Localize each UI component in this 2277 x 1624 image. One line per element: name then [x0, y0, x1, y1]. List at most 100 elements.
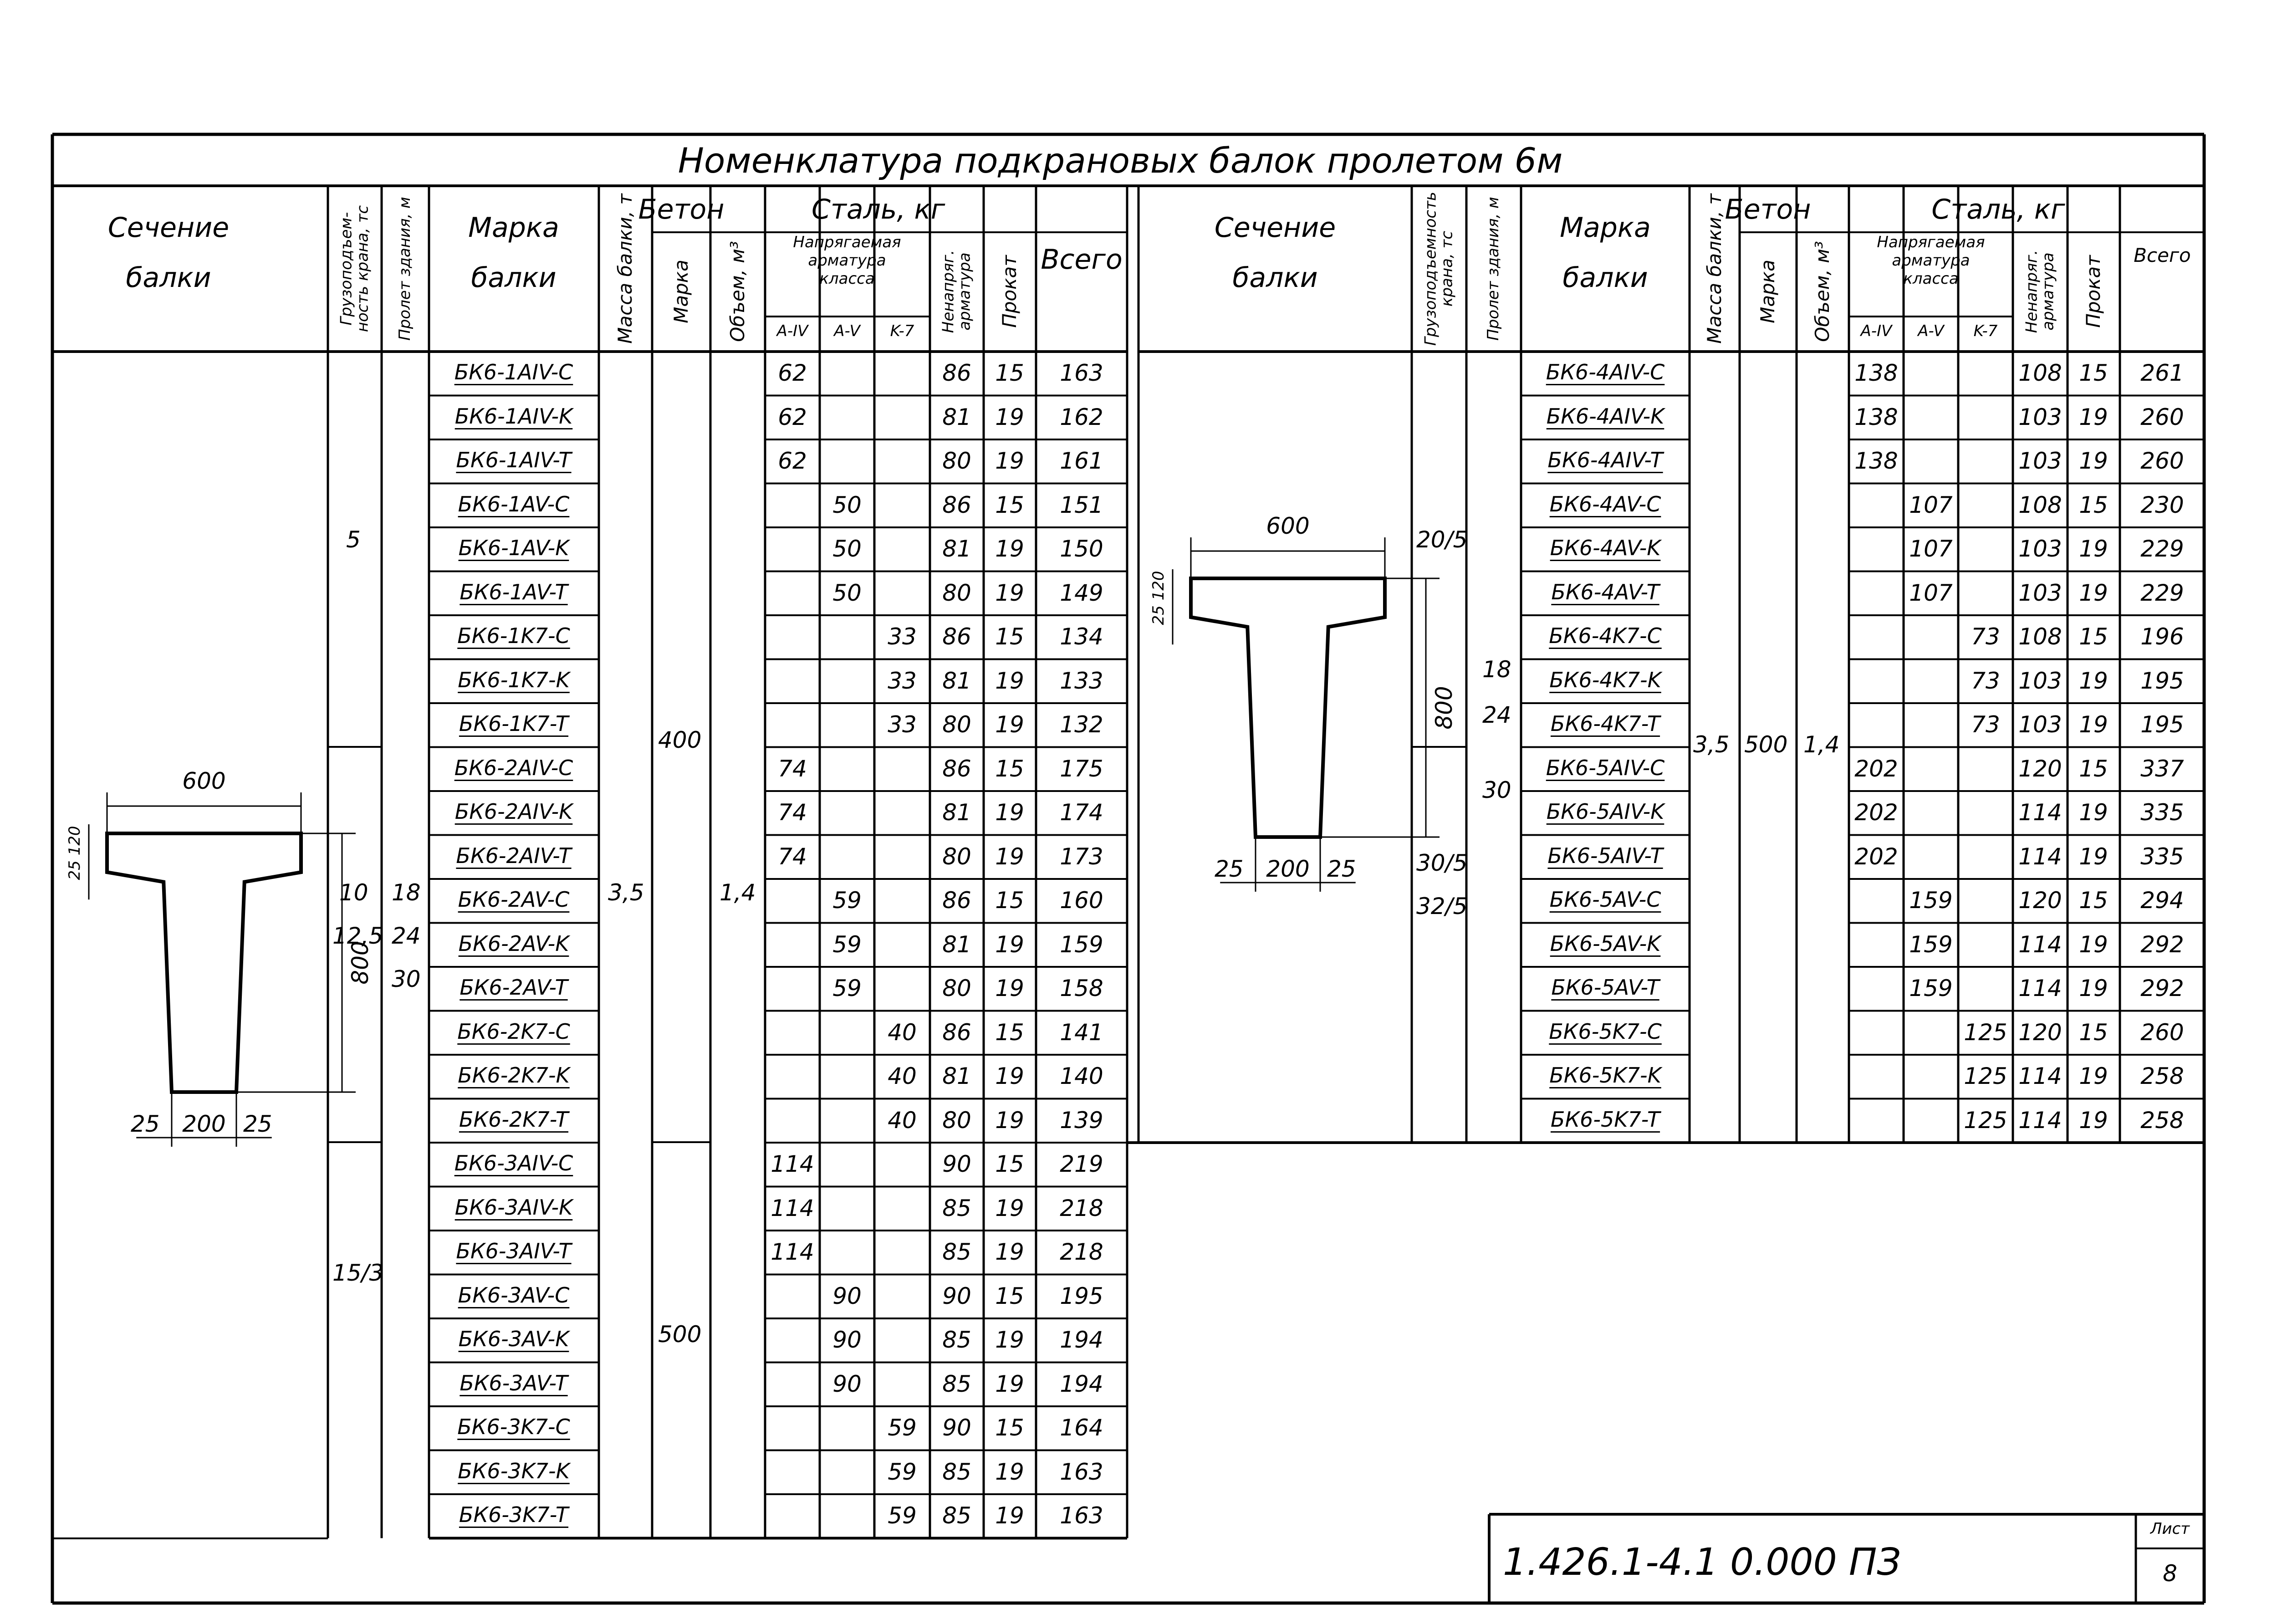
beam-mark: БК6-3AIV-T: [456, 1239, 572, 1263]
cell-value: 114: [2018, 975, 2062, 1001]
cell-value: 15: [995, 1415, 1024, 1441]
header-grade: Марка: [1756, 260, 1779, 323]
cell-value: 139: [1060, 1107, 1103, 1134]
cell-value: 81: [942, 931, 971, 958]
cell-value: 261: [2140, 360, 2184, 386]
header-span: Пролет здания, м: [396, 197, 414, 341]
cell-value: 80: [942, 579, 971, 606]
cell-value: 133: [1060, 667, 1103, 694]
crane-value: 30/5: [1416, 850, 1468, 876]
beam-mark: БК6-5K7-K: [1549, 1063, 1661, 1088]
cell-value: 19: [995, 799, 1024, 826]
cell-value: 19: [995, 711, 1024, 738]
cell-value: 33: [888, 711, 917, 738]
header-section: балки: [126, 262, 211, 294]
cell-value: 85: [942, 1458, 971, 1485]
volume-value: 1,4: [1803, 731, 1840, 758]
beam-mark: БК6-5AV-T: [1551, 975, 1659, 1000]
cell-value: 19: [2079, 843, 2108, 870]
crane-value: 10: [339, 879, 368, 906]
cell-value: 125: [1964, 1019, 2007, 1046]
cell-value: 194: [1060, 1327, 1103, 1353]
cell-value: 15: [995, 755, 1024, 782]
cell-value: 114: [2018, 1107, 2062, 1134]
cell-value: 19: [995, 1107, 1024, 1134]
cell-value: 80: [942, 975, 971, 1001]
cell-value: 19: [995, 975, 1024, 1001]
beam-mark: БК6-1AIV-C: [454, 360, 573, 384]
cell-value: 195: [2140, 711, 2184, 738]
cell-value: 50: [832, 536, 862, 562]
span-value: 18: [392, 879, 421, 906]
beam-mark: БК6-1AIV-T: [456, 448, 572, 472]
dim-bottom-web: 200: [182, 1111, 226, 1137]
header-concrete: Бетон: [1725, 194, 1811, 225]
cell-value: 86: [942, 1019, 971, 1046]
cell-value: 103: [2018, 536, 2062, 562]
cell-value: 202: [1854, 799, 1898, 826]
span-value: 30: [392, 966, 421, 992]
grade-value: 500: [1744, 731, 1788, 758]
header-volume: Объем, м³: [726, 241, 749, 342]
cell-value: 15: [995, 360, 1024, 386]
cell-value: 85: [942, 1370, 971, 1397]
cell-value: 19: [2079, 536, 2108, 562]
cell-value: 174: [1060, 799, 1103, 826]
sheet-number: 8: [2163, 1560, 2177, 1587]
cell-value: 150: [1060, 536, 1103, 562]
cell-value: 173: [1060, 843, 1103, 870]
cell-value: 40: [888, 1063, 917, 1089]
header-a4: A-IV: [1860, 322, 1892, 340]
cell-value: 19: [2079, 667, 2108, 694]
cell-value: 202: [1854, 843, 1898, 870]
cell-value: 103: [2018, 403, 2062, 430]
dim-bottom-web: 200: [1266, 856, 1310, 882]
cell-value: 80: [942, 448, 971, 474]
dim-bottom-left: 25: [131, 1111, 160, 1137]
cell-value: 19: [995, 1327, 1024, 1353]
beam-mark: БК6-4K7-K: [1549, 667, 1661, 692]
beam-mark: БК6-3AIV-K: [454, 1195, 573, 1220]
cell-value: 108: [2018, 491, 2062, 518]
beam-mark: БК6-5AV-C: [1549, 887, 1661, 912]
cell-value: 19: [995, 843, 1024, 870]
beam-mark: БК6-2AV-T: [459, 975, 568, 1000]
cell-value: 19: [2079, 579, 2108, 606]
cell-value: 86: [942, 887, 971, 914]
cell-value: 86: [942, 623, 971, 650]
span-value: 30: [1482, 777, 1511, 803]
cell-value: 120: [2018, 755, 2062, 782]
beam-mark: БК6-5AIV-K: [1546, 799, 1664, 824]
header-volume: Объем, м³: [1811, 241, 1833, 342]
header-mass: Масса балки, т: [613, 194, 636, 344]
cell-value: 59: [888, 1458, 917, 1485]
cell-value: 74: [778, 799, 807, 826]
cell-value: 218: [1060, 1239, 1103, 1265]
cell-value: 120: [2018, 1019, 2062, 1046]
cell-value: 159: [1060, 931, 1103, 958]
cell-value: 74: [778, 843, 807, 870]
crane-value: 5: [346, 526, 361, 553]
volume-value: 1,4: [720, 879, 756, 906]
cell-value: 73: [1971, 667, 2000, 694]
cell-value: 138: [1854, 448, 1898, 474]
beam-mark: БК6-3K7-K: [458, 1458, 570, 1483]
beam-mark: БК6-1K7-K: [458, 667, 570, 692]
cell-value: 120: [2018, 887, 2062, 914]
header-steel: Сталь, кг: [1931, 194, 2065, 225]
cell-value: 258: [2140, 1063, 2184, 1089]
beam-mark: БК6-2AIV-T: [456, 843, 572, 868]
cell-value: 164: [1060, 1415, 1103, 1441]
cell-value: 125: [1964, 1063, 2007, 1089]
header-section: Сечение: [107, 212, 230, 244]
header-prestressed: класса: [1903, 270, 1959, 288]
beam-mark: БК6-3AV-K: [458, 1327, 569, 1351]
cell-value: 149: [1060, 579, 1103, 606]
beam-mark: БК6-4AV-T: [1551, 579, 1659, 604]
header-section: Сечение: [1214, 212, 1336, 244]
cell-value: 218: [1060, 1195, 1103, 1221]
header-mark: Марка: [1560, 212, 1651, 244]
span-value: 18: [1482, 656, 1511, 683]
cell-value: 163: [1060, 360, 1103, 386]
